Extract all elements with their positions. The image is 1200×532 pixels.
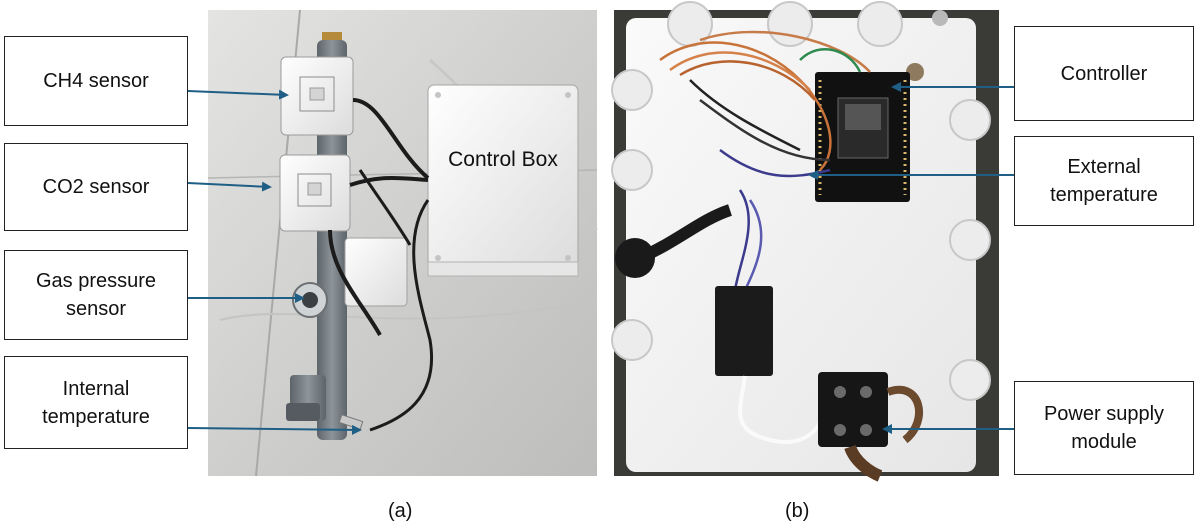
caption-panel-b: (b) — [785, 500, 809, 523]
label-internal-temperature-text: Internal temperature — [42, 377, 150, 428]
caption-panel-b-text: (b) — [785, 500, 810, 522]
ch4-sensor-housing — [280, 56, 354, 136]
label-power-supply-module-text: Power supply module — [1043, 403, 1165, 453]
caption-panel-a-text: (a) — [388, 500, 413, 522]
panel-a-photo — [207, 9, 598, 477]
caption-panel-a: (a) — [388, 500, 412, 523]
arrow-internal-temperature — [187, 424, 362, 435]
controller-board — [815, 72, 910, 202]
label-gas-pressure-sensor: Gas pressure sensor — [4, 250, 188, 340]
label-controller-text: Controller — [1060, 62, 1148, 85]
arrow-co2 — [187, 181, 272, 192]
power-supply-terminal — [818, 372, 888, 447]
arrow-ch4 — [187, 89, 289, 100]
black-module — [715, 286, 773, 376]
annotation-arrows — [187, 82, 1014, 435]
label-gas-pressure-sensor-text: Gas pressure sensor — [35, 270, 157, 320]
label-ch4-sensor: CH4 sensor — [4, 36, 188, 126]
co2-sensor-housing — [279, 154, 351, 232]
label-co2-sensor: CO2 sensor — [4, 143, 188, 231]
label-co2-sensor-text: CO2 sensor — [42, 176, 150, 198]
junction-box — [344, 237, 408, 307]
label-ch4-sensor-text: CH4 sensor — [43, 70, 149, 92]
label-power-supply-module: Power supply module — [1014, 381, 1194, 475]
control-box-label: Control Box — [448, 145, 558, 175]
panel-b-photo — [611, 1, 999, 482]
label-external-temperature-text: External temperature — [1050, 156, 1158, 206]
label-external-temperature: External temperature — [1014, 136, 1194, 226]
label-internal-temperature: Internal temperature — [4, 356, 188, 449]
label-controller: Controller — [1014, 26, 1194, 121]
gas-pressure-sensor-body — [292, 282, 328, 318]
control-box-enclosure — [427, 84, 579, 277]
control-box-label-text: Control Box — [448, 148, 558, 171]
